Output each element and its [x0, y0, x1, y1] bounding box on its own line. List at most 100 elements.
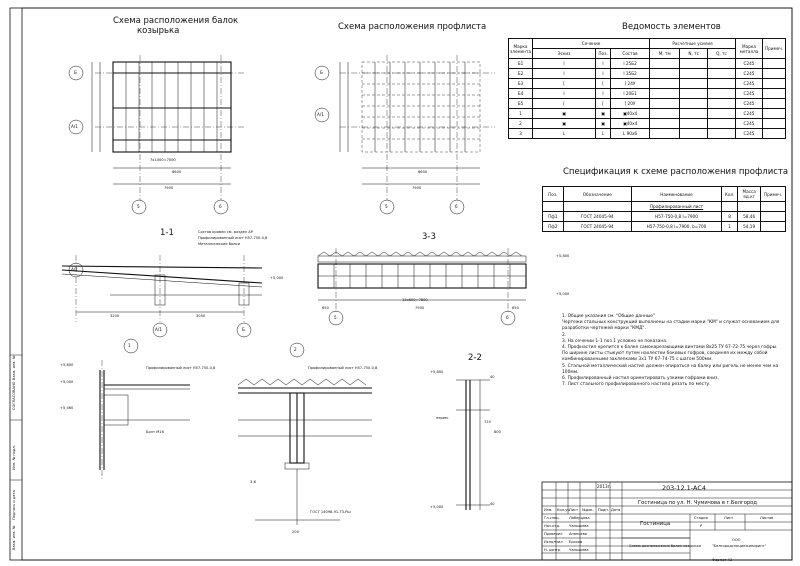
table-cell: 2 — [507, 118, 534, 129]
table-cell: Н57-750-0,8 l=7900 — [630, 211, 722, 222]
table-cell — [762, 88, 786, 99]
note-item: 4. Профнастил крепится к балке самонарез… — [562, 345, 778, 363]
stamp-org2: "Белгородспецинжиниринг" — [712, 544, 767, 548]
stamp-col-header: Дата — [611, 508, 621, 512]
axis-b-profile: Б — [320, 70, 323, 75]
note-beams: Металлические балки — [198, 242, 240, 246]
strip-label-0: Взам. инв. № — [12, 525, 16, 550]
title-section-1-1: 1-1 — [160, 228, 174, 238]
note-item: Чертежи стальных конструкций выполнены н… — [562, 320, 780, 332]
dim-7900-sec33: 7900 — [415, 306, 425, 310]
section-3-3 — [317, 248, 527, 312]
el-h-forces: Расчетные усилия — [649, 38, 736, 49]
note-item: 2. — [562, 332, 567, 338]
stamp-role: Гл.спец. — [544, 516, 560, 520]
table-cell: С245 — [735, 58, 763, 69]
title-section-3-3: 3-3 — [422, 232, 436, 242]
dim-13600: 13х600=7800 — [402, 298, 428, 302]
strip-label-2: Инв. № подл. — [12, 445, 16, 470]
title-spec: Спецификация к схеме расположения профли… — [563, 167, 789, 177]
title-beam-layout-2: козырька — [137, 26, 180, 36]
table-cell: ГОСТ 24045-94 — [562, 221, 632, 232]
axis-a1-profile: А/1 — [317, 112, 324, 117]
axis-6-beams: 6 — [219, 204, 222, 209]
table-cell: Б1 — [507, 58, 534, 69]
level-5000-a: +5,000 — [270, 276, 284, 280]
table-cell — [762, 68, 786, 79]
stamp-org1: ООО — [732, 538, 741, 542]
table-cell: Б5 — [507, 98, 534, 109]
elements-table: Марка элемента Сечение Расчетные усилия … — [507, 38, 786, 139]
table-cell: [ 24У — [610, 78, 651, 89]
table-cell: [ — [532, 78, 597, 89]
dim-7x1000: 7х1000=7000 — [150, 158, 176, 162]
node2-gost: ГОСТ 14098-91-Т3-Рш — [310, 510, 351, 514]
stamp-role: Исполнил — [544, 540, 563, 544]
stamp-object: Гостиница по ул. Н. Чумичова в г.Белгоро… — [638, 500, 757, 506]
table-cell: [ 20У — [610, 98, 651, 109]
table-cell — [649, 68, 681, 79]
el-sh-comp: Состав — [610, 48, 651, 59]
table-cell — [760, 211, 786, 222]
strip-label-3: СОГЛАСОВАНО — [12, 381, 16, 410]
level-5000-sec22: +5,000 — [430, 505, 444, 509]
spec-h-desig: Обозначение — [562, 186, 632, 202]
table-cell: I — [532, 58, 597, 69]
table-cell: С245 — [735, 98, 763, 109]
node2-weld: 3-6 — [250, 480, 256, 484]
note-item: 3. На сечении 1-1 поз.1 условно не показ… — [562, 338, 668, 344]
stamp-col-header: Подп. — [598, 508, 609, 512]
node1-bolt: Болт М16 — [146, 430, 164, 434]
stamp-code: 203-12.1-АС4 — [662, 484, 706, 492]
spec-h-mass: Масса ед.кг — [737, 186, 762, 202]
axis-a1-sec11-b: А/1 — [155, 327, 162, 332]
table-cell: 1 — [507, 108, 534, 119]
general-notes: 1. Общие указания см. "Общие данные"Черт… — [562, 314, 780, 388]
table-cell: 1 — [720, 221, 739, 232]
table-cell — [762, 118, 786, 129]
node-1-label: 1 — [128, 343, 131, 348]
spec-h-qty: Кол. — [720, 186, 739, 202]
table-cell: Б4 — [507, 88, 534, 99]
el-sh-n: N, тс — [679, 48, 708, 59]
table-cell: Н57-750-0,8 l=7900, b=700 — [630, 221, 722, 232]
stamp-col-header: Изм. — [544, 508, 553, 512]
table-cell: ▣40х4 — [610, 118, 651, 129]
table-cell — [762, 78, 786, 89]
axis-6-sec33: 6 — [506, 315, 509, 320]
spec-h-name: Наименование — [630, 186, 722, 202]
table-cell: I 20Б1 — [610, 88, 651, 99]
stamp-format: Формат А2 — [712, 558, 733, 562]
table-cell: 54,19 — [737, 221, 762, 232]
table-cell: Б2 — [507, 68, 534, 79]
dim-650-a: 650 — [322, 306, 329, 310]
section-2-2 — [456, 379, 490, 510]
title-profile-layout: Схема расположения профлиста — [338, 22, 487, 32]
stamp-sheet-h: Лист — [724, 516, 734, 520]
table-cell — [679, 88, 708, 99]
table-cell: [ — [532, 98, 597, 109]
sec22-perem: перем. — [436, 416, 449, 420]
stamp-sheets-h: Листов — [760, 516, 774, 520]
spec-h-note: Примеч. — [760, 186, 786, 202]
table-cell — [649, 108, 681, 119]
table-cell — [679, 98, 708, 109]
stamp-name: Ананьева — [569, 532, 588, 536]
table-cell: I 25Б2 — [610, 58, 651, 69]
title-section-2-2: 2-2 — [468, 353, 482, 363]
table-cell — [649, 98, 681, 109]
table-cell — [649, 58, 681, 69]
strip-label-1: Подпись и дата — [12, 490, 16, 520]
node-1 — [99, 360, 190, 480]
table-cell — [679, 58, 708, 69]
table-cell: [ — [595, 78, 612, 89]
table-cell — [679, 128, 708, 139]
